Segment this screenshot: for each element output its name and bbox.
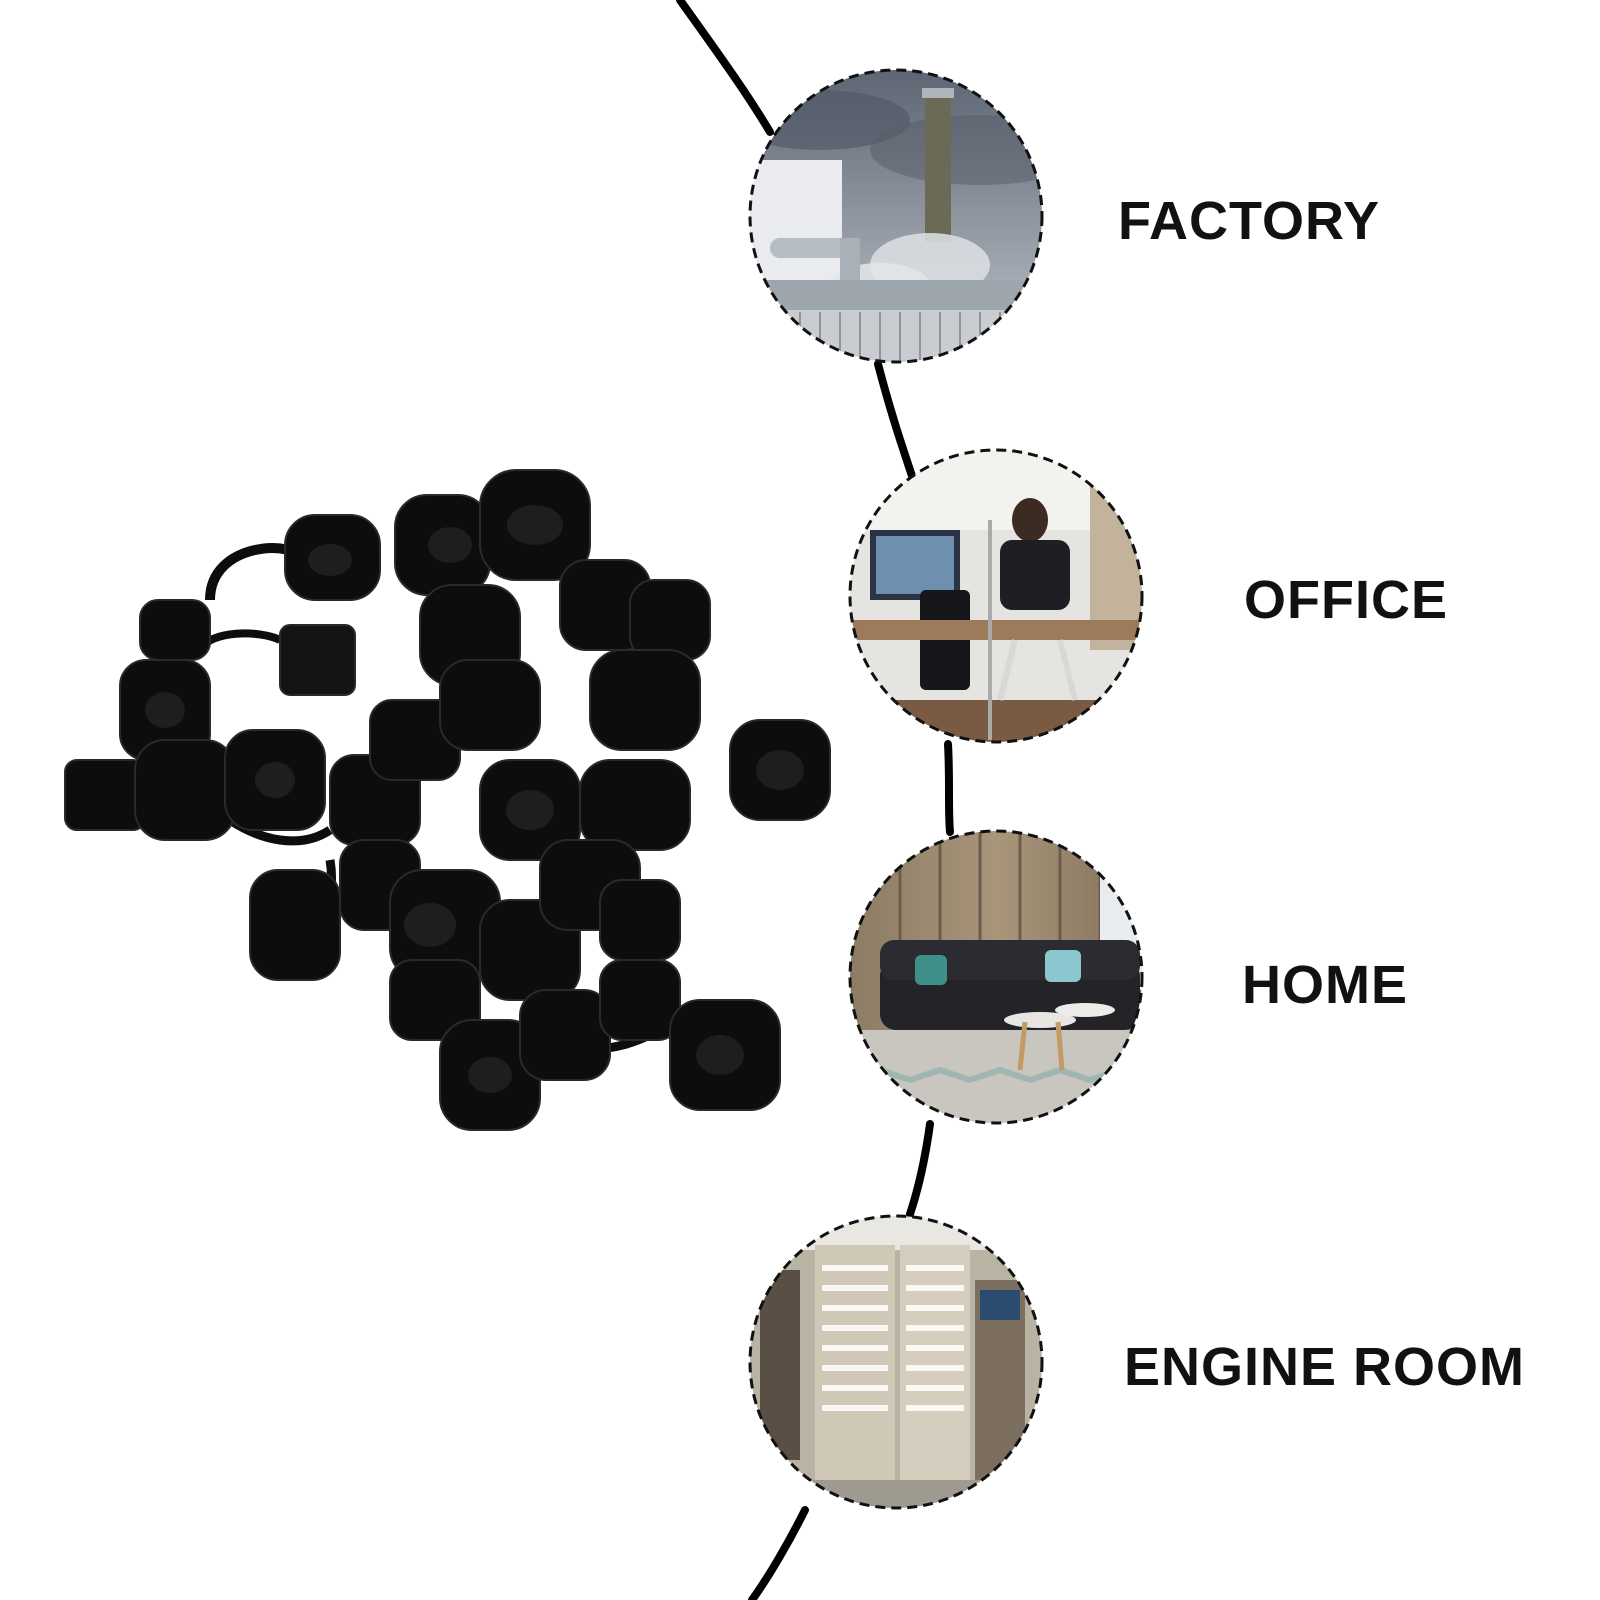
rubber-grommets-pile — [64, 469, 831, 1131]
application-label-factory: FACTORY — [1118, 191, 1381, 251]
factory-photo-circle — [748, 68, 1044, 364]
living-room-photo-circle — [848, 829, 1144, 1125]
server-room-photo-circle — [748, 1214, 1044, 1510]
connector-cable — [676, 0, 954, 1600]
office-photo-circle — [848, 448, 1144, 744]
application-label-engine-room: ENGINE ROOM — [1124, 1337, 1526, 1397]
application-label-office: OFFICE — [1244, 570, 1448, 630]
application-label-home: HOME — [1242, 955, 1408, 1015]
